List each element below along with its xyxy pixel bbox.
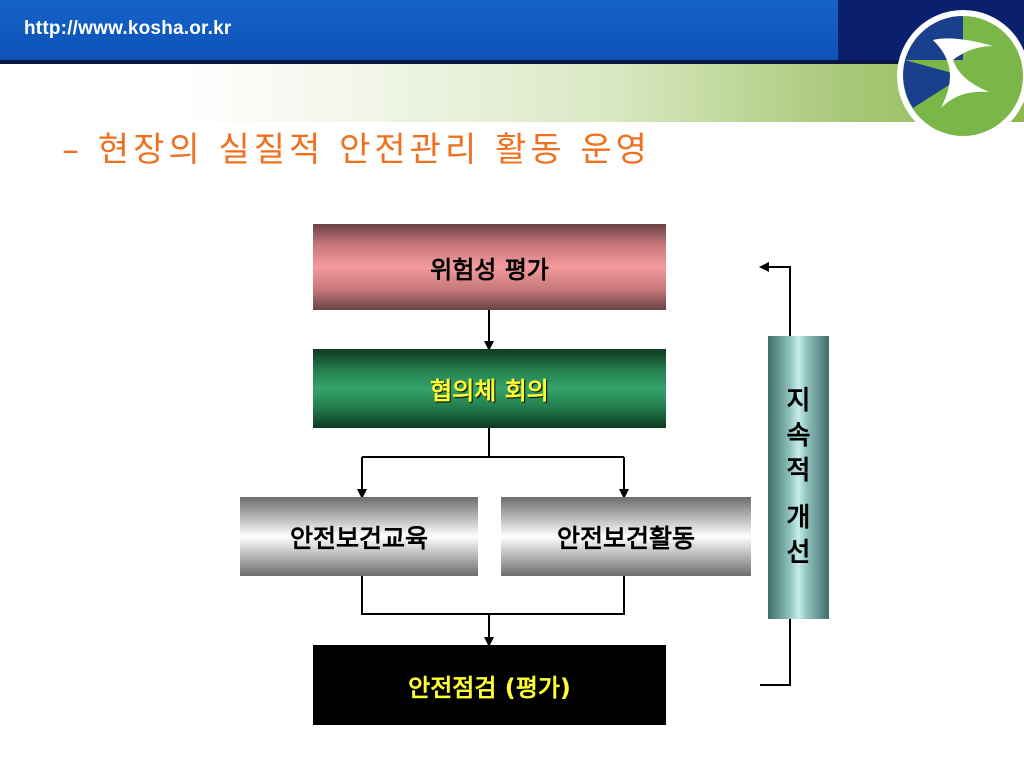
feedback-loop-top <box>759 262 791 336</box>
risk-assessment-box: 위험성 평가 <box>313 224 666 310</box>
header-gradient-band <box>0 64 1024 122</box>
improvement-char: 선 <box>786 538 811 568</box>
improvement-char: 적 <box>786 456 811 486</box>
improvement-char: 속 <box>786 421 811 451</box>
header-bar <box>0 0 840 60</box>
safety-education-box: 안전보건교육 <box>240 497 478 576</box>
council-meeting-box: 협의체 회의 <box>313 349 666 428</box>
improvement-char: 지 <box>786 386 811 416</box>
safety-activity-label: 안전보건활동 <box>556 523 695 553</box>
safety-inspection-label: 안전점검 (평가) <box>408 673 571 702</box>
council-meeting-label: 협의체 회의 <box>430 377 549 405</box>
improvement-char: 개 <box>786 503 811 533</box>
continuous-improvement-box: 지 속 적 개 선 <box>768 336 829 619</box>
safety-inspection-box: 안전점검 (평가) <box>313 645 666 725</box>
risk-assessment-label: 위험성 평가 <box>430 255 549 284</box>
header-url[interactable]: http://www.kosha.or.kr <box>24 18 232 39</box>
safety-education-label: 안전보건교육 <box>289 523 428 553</box>
safety-activity-box: 안전보건활동 <box>501 497 751 576</box>
connector-merge <box>361 576 625 615</box>
slide-subtitle: – 현장의 실질적 안전관리 활동 운영 <box>62 130 651 170</box>
kosha-logo-icon <box>897 10 1024 142</box>
header-divider <box>0 60 1024 64</box>
feedback-loop-bottom <box>760 619 791 686</box>
